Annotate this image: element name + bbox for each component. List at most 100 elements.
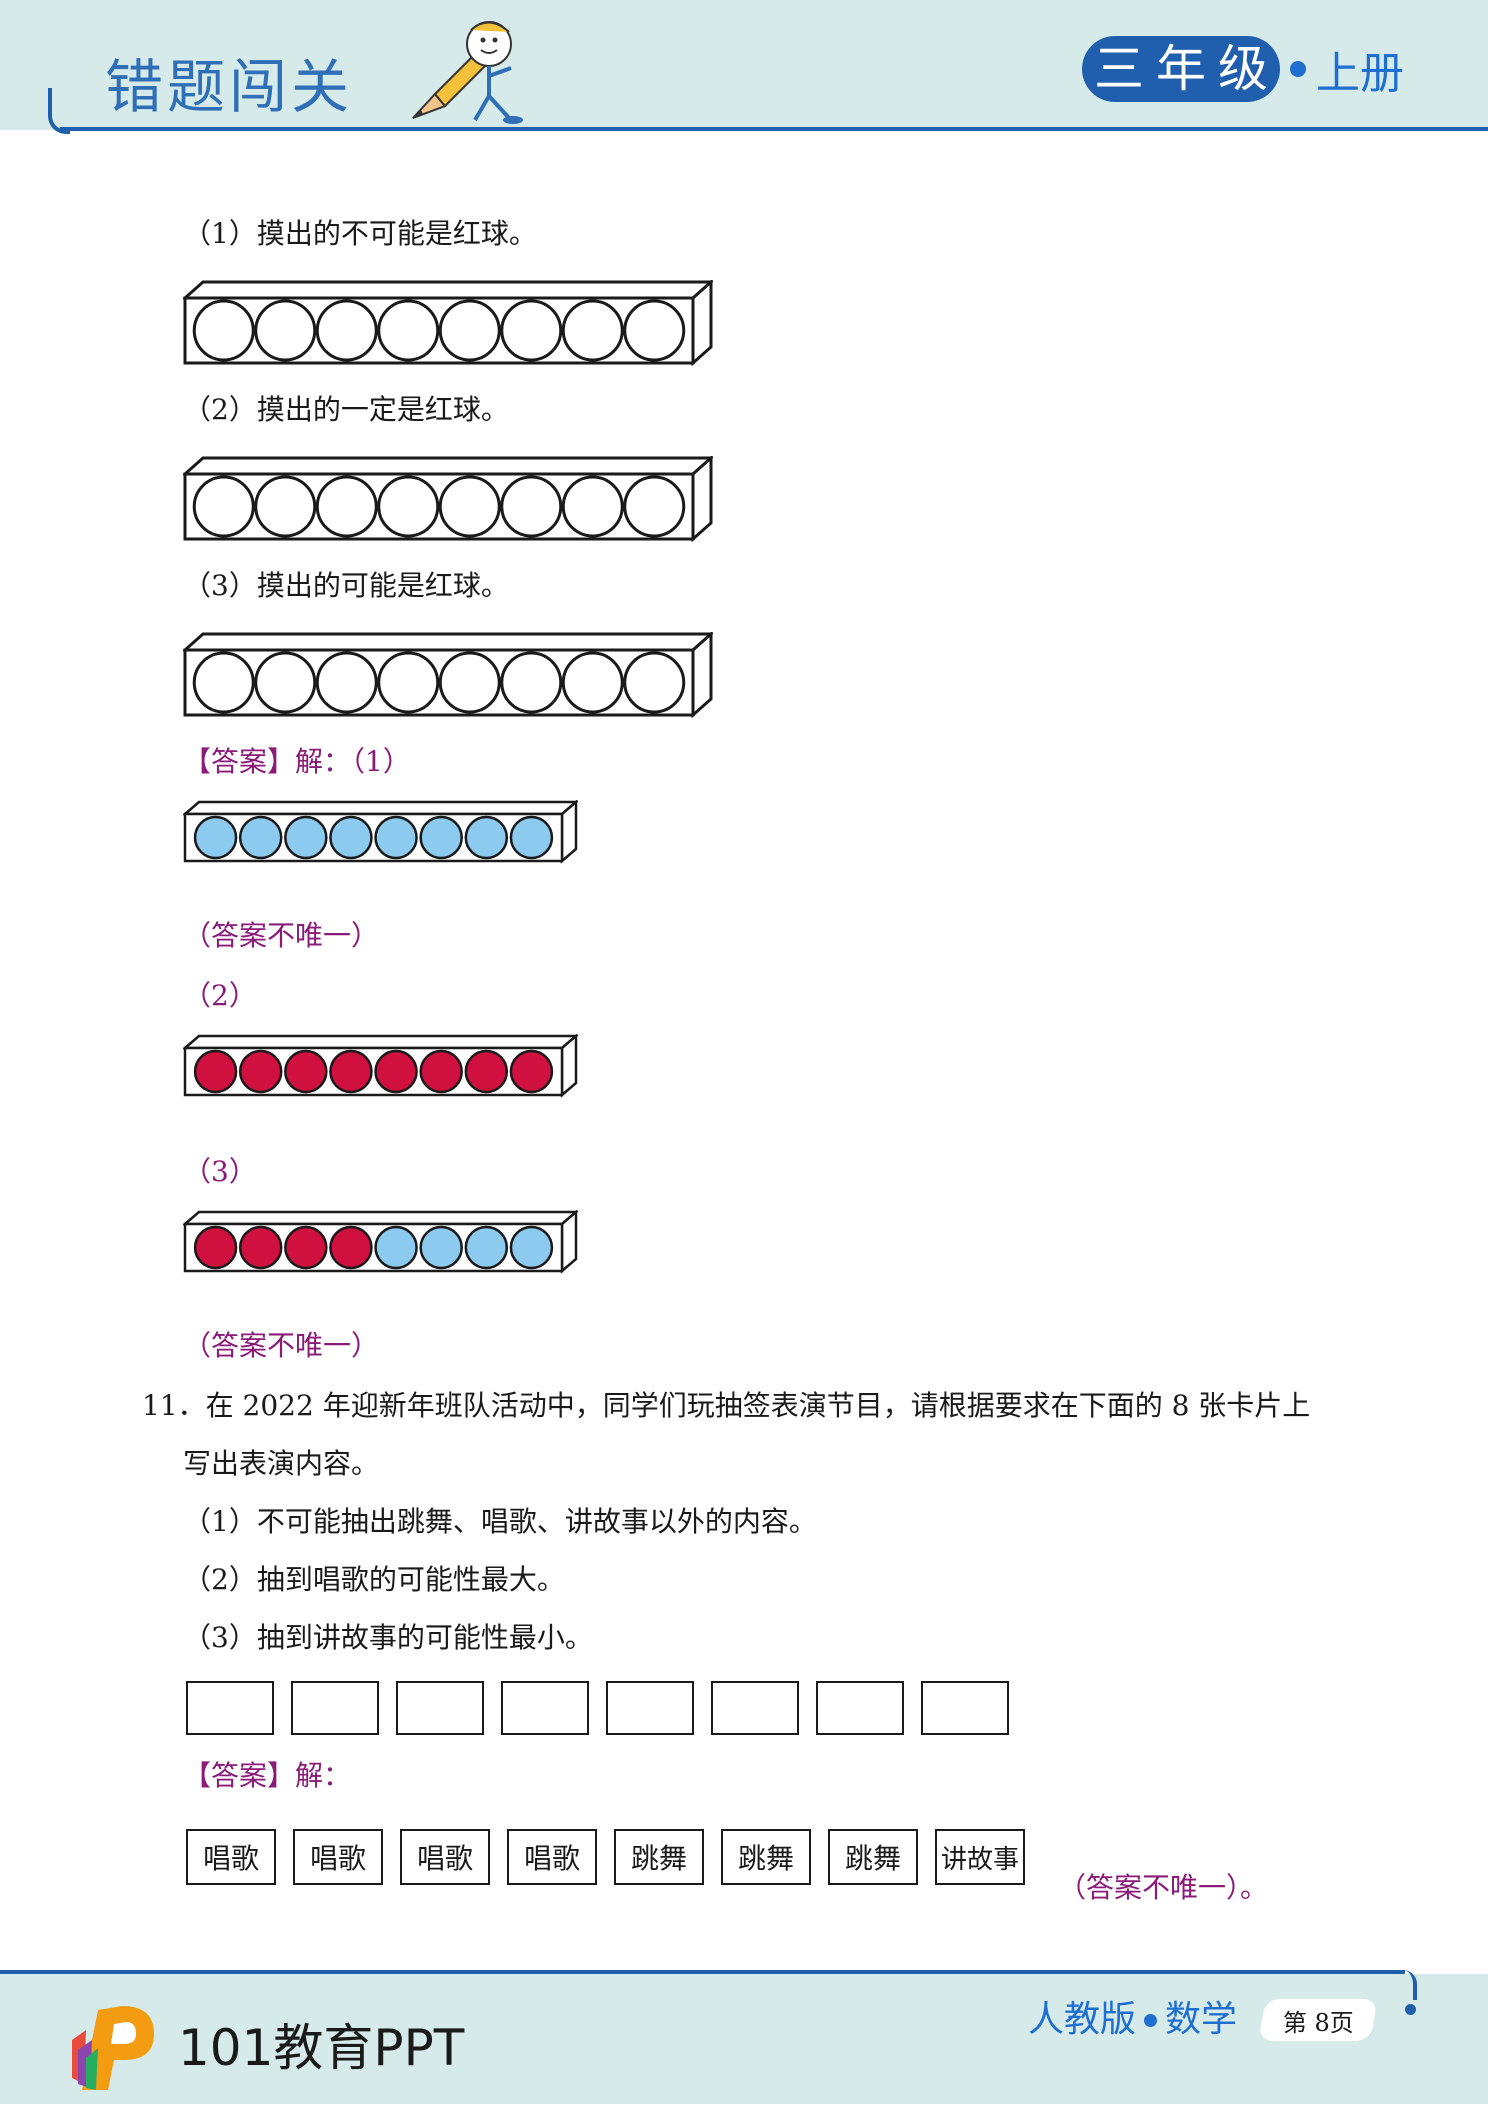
empty-ball bbox=[315, 651, 378, 714]
red-ball bbox=[238, 1049, 283, 1094]
red-ball bbox=[284, 1225, 328, 1270]
empty-ball bbox=[438, 651, 501, 714]
ball-box-empty-3 bbox=[183, 632, 713, 718]
blue-ball bbox=[238, 815, 283, 860]
section-title: 错题闯关 bbox=[105, 53, 354, 121]
blue-ball bbox=[284, 815, 328, 860]
ball-box-answer-1 bbox=[183, 800, 578, 864]
blank-card bbox=[501, 1681, 589, 1735]
footer-rule bbox=[0, 1970, 1405, 1974]
box-side-face bbox=[691, 632, 713, 718]
empty-ball bbox=[561, 475, 624, 538]
pencil-mascot-icon bbox=[412, 21, 523, 124]
grade-char: 三 bbox=[1094, 40, 1144, 98]
question-part-3: （3）摸出的可能是红球。 bbox=[183, 569, 509, 602]
empty-ball bbox=[315, 299, 378, 362]
empty-ball bbox=[315, 475, 378, 538]
question-11-line-1: 11．在 2022 年迎新年班队活动中，同学们玩抽签表演节目，请根据要求在下面的… bbox=[142, 1389, 1311, 1422]
empty-ball bbox=[192, 475, 255, 538]
answer-card: 跳舞 bbox=[721, 1829, 811, 1885]
bullet-dot-icon bbox=[1290, 61, 1306, 77]
box-top-face bbox=[183, 1034, 578, 1050]
answer-card: 跳舞 bbox=[614, 1829, 704, 1885]
empty-ball bbox=[623, 299, 686, 362]
blue-ball bbox=[374, 1225, 418, 1270]
answer-note: （答案不唯一）。 bbox=[1058, 1871, 1269, 1904]
empty-ball bbox=[561, 651, 624, 714]
empty-ball bbox=[192, 651, 255, 714]
answer-note: （答案不唯一） bbox=[183, 919, 380, 952]
page-number: 第 8页 bbox=[1282, 2008, 1354, 2037]
ball-box-empty-2 bbox=[183, 456, 713, 542]
answer-card-row: 唱歌 唱歌 唱歌 唱歌 跳舞 跳舞 跳舞 讲故事 bbox=[186, 1829, 1042, 1885]
answer-card: 跳舞 bbox=[828, 1829, 918, 1885]
answer-intro: 解： bbox=[295, 1759, 352, 1792]
answer-card: 唱歌 bbox=[400, 1829, 490, 1885]
blue-ball bbox=[193, 815, 238, 860]
red-ball bbox=[329, 1225, 373, 1270]
footer-hook-decoration bbox=[1401, 1970, 1417, 2000]
brand-name: 101教育PPT bbox=[178, 2019, 465, 2077]
red-ball bbox=[509, 1049, 554, 1094]
red-ball bbox=[329, 1049, 373, 1094]
box-side-face bbox=[560, 800, 578, 864]
answer-label: 【答案】 bbox=[183, 1759, 296, 1792]
empty-ball bbox=[623, 651, 686, 714]
footer-dot-decoration bbox=[1405, 2004, 1416, 2015]
red-ball bbox=[193, 1225, 238, 1270]
blue-ball bbox=[419, 1225, 463, 1270]
requirement-1: （1）不可能抽出跳舞、唱歌、讲故事以外的内容。 bbox=[183, 1505, 817, 1538]
empty-ball bbox=[254, 475, 317, 538]
question-part-2: （2）摸出的一定是红球。 bbox=[183, 393, 509, 426]
box-top-face bbox=[183, 456, 713, 476]
question-11-line-2: 写出表演内容。 bbox=[183, 1447, 380, 1480]
empty-ball bbox=[254, 299, 317, 362]
header-rule bbox=[60, 127, 1488, 131]
empty-ball bbox=[438, 475, 501, 538]
empty-ball bbox=[561, 299, 624, 362]
requirement-2: （2）抽到唱歌的可能性最大。 bbox=[183, 1563, 565, 1596]
answer-line: 【答案】解： bbox=[183, 1758, 351, 1794]
empty-ball bbox=[500, 299, 563, 362]
edition-name: 人教版 bbox=[1028, 1999, 1137, 2040]
bullet-dot-icon bbox=[1144, 2013, 1158, 2027]
answer-label-2: （2） bbox=[183, 979, 257, 1012]
box-side-face bbox=[560, 1034, 578, 1098]
grade-char: 级 bbox=[1218, 40, 1268, 98]
volume-label: 上册 bbox=[1316, 48, 1404, 99]
ball-box-answer-2 bbox=[183, 1034, 578, 1098]
ball-box-answer-3 bbox=[183, 1210, 578, 1274]
empty-ball bbox=[438, 299, 501, 362]
empty-ball bbox=[500, 651, 563, 714]
box-side-face bbox=[691, 280, 713, 366]
answer-card: 唱歌 bbox=[186, 1829, 276, 1885]
blue-ball bbox=[464, 1225, 509, 1270]
box-top-face bbox=[183, 800, 578, 816]
empty-ball bbox=[377, 475, 440, 538]
answer-line: 【答案】解：（1） bbox=[183, 744, 411, 780]
question-part-1: （1）摸出的不可能是红球。 bbox=[183, 217, 537, 250]
answer-label-3: （3） bbox=[183, 1155, 257, 1188]
blue-ball bbox=[509, 1225, 554, 1270]
blue-ball bbox=[329, 815, 373, 860]
requirement-3: （3）抽到讲故事的可能性最小。 bbox=[183, 1621, 593, 1654]
subject-name: 数学 bbox=[1165, 1999, 1238, 2040]
brand-logo-icon bbox=[72, 2006, 154, 2090]
blank-card bbox=[396, 1681, 484, 1735]
empty-ball bbox=[254, 651, 317, 714]
ball-box-empty-1 bbox=[183, 280, 713, 366]
blank-card bbox=[291, 1681, 379, 1735]
edition-label: 人教版 数学 bbox=[1028, 1998, 1237, 2042]
blue-ball bbox=[464, 815, 509, 860]
page-number-tag: 第 8页 bbox=[1258, 1999, 1378, 2041]
box-top-face bbox=[183, 632, 713, 652]
answer-card: 唱歌 bbox=[507, 1829, 597, 1885]
red-ball bbox=[419, 1049, 463, 1094]
red-ball bbox=[464, 1049, 509, 1094]
blank-card-row bbox=[186, 1681, 1026, 1735]
blank-card bbox=[186, 1681, 274, 1735]
grade-pill: 三 年 级 bbox=[1082, 36, 1280, 102]
box-top-face bbox=[183, 1210, 578, 1226]
answer-card: 讲故事 bbox=[935, 1829, 1025, 1885]
page-footer bbox=[0, 1974, 1488, 2104]
